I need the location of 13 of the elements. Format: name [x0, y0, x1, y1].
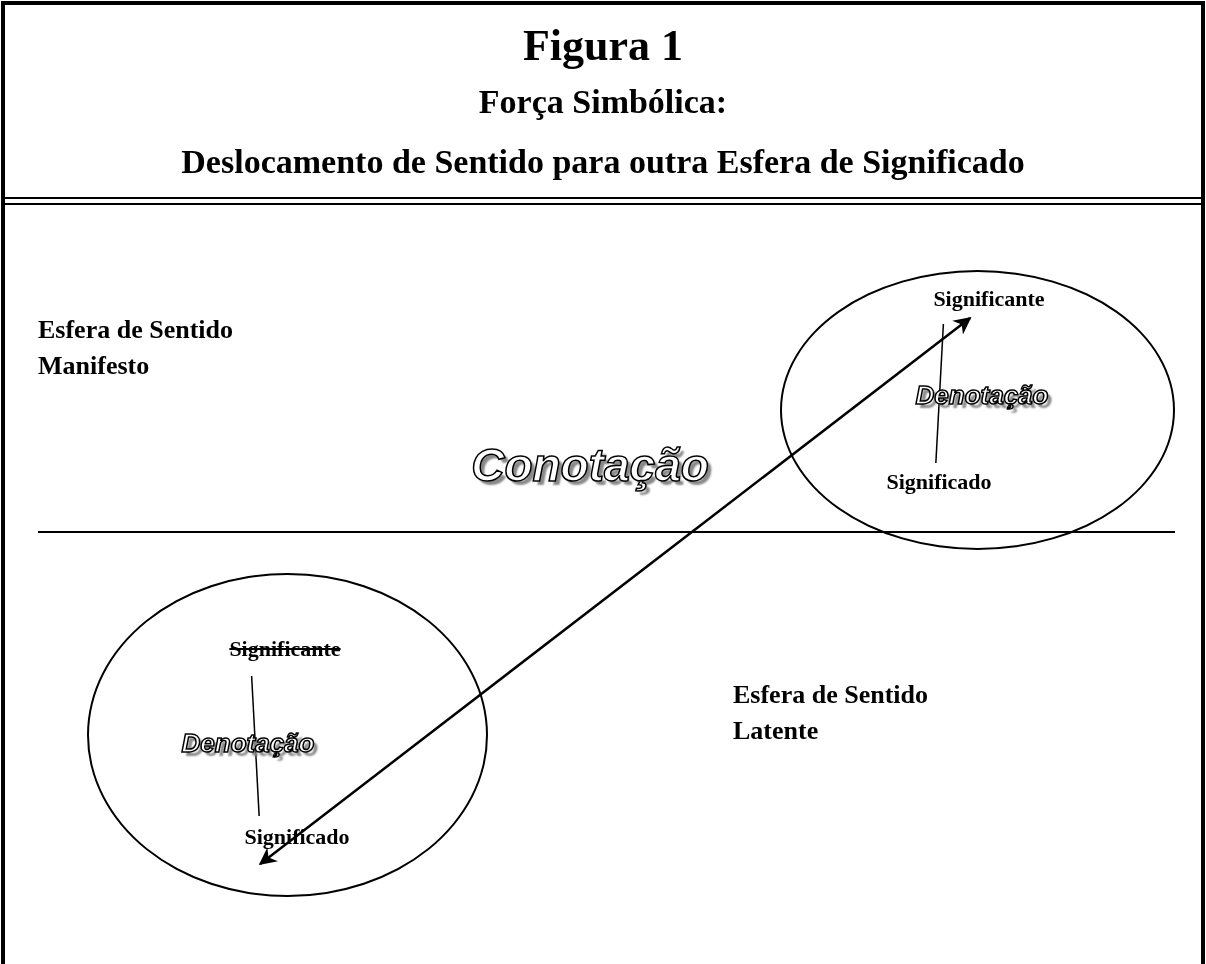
subtitle: Força Simbólica:	[478, 83, 728, 121]
double-arrow	[258, 316, 972, 866]
node-label: Significante	[229, 636, 341, 662]
connector-line	[250, 675, 260, 817]
region-label: Esfera de Sentido Manifesto	[38, 314, 234, 383]
node-label: Significado	[886, 469, 992, 495]
ellipse	[780, 270, 1175, 550]
connector-line	[935, 323, 945, 464]
subtitle: Deslocamento de Sentido para outra Esfera de Significado	[181, 143, 1025, 181]
ellipse	[87, 573, 488, 897]
node-label: Significante	[933, 286, 1045, 312]
region-label: Esfera de Sentido Latente	[733, 679, 929, 748]
title: Figura 1	[522, 19, 684, 71]
